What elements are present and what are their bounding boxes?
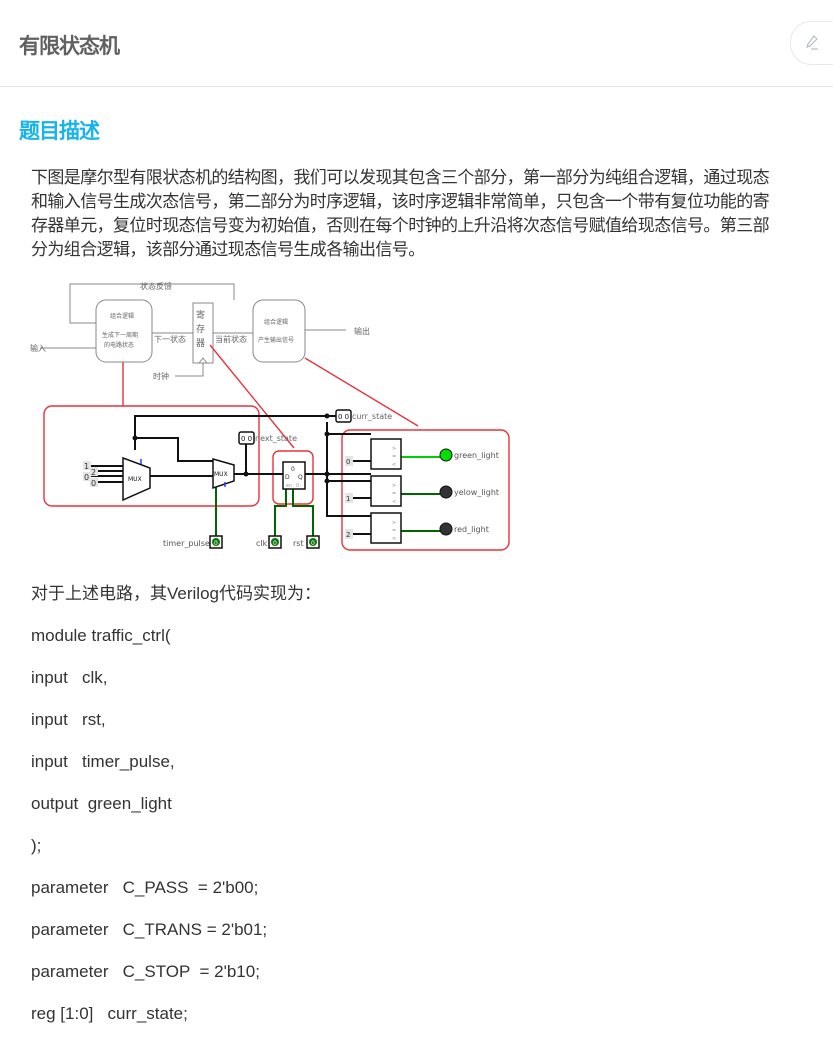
output-label: 输出 — [354, 326, 370, 336]
code-line: module traffic_ctrl( — [31, 626, 171, 645]
block2-title: 组合逻辑 — [264, 318, 288, 326]
mux-const-2: 2 — [91, 468, 96, 477]
svg-text:0: 0 — [291, 466, 295, 473]
page-title: 有限状态机 — [19, 34, 120, 58]
feedback-label: 状态反馈 — [140, 281, 172, 291]
page-header: 有限状态机 — [0, 0, 833, 87]
register-char-1: 寄 — [196, 309, 205, 321]
svg-text:0: 0 — [296, 483, 299, 489]
code-line: reg [1:0] curr_state; — [31, 1004, 188, 1023]
clock-marker — [198, 357, 208, 364]
svg-text:=: = — [392, 528, 396, 534]
fsm-diagram: 状态反馈 输入 组合逻辑 生成下一周期 的电路状态 下一状态 寄 存 器 当前状… — [30, 281, 510, 551]
register-char-3: 器 — [196, 338, 205, 349]
svg-text:>: > — [392, 483, 396, 489]
block-diagram — [40, 283, 346, 377]
register-char-2: 存 — [196, 323, 205, 335]
comparator-0: > = < 0 — [345, 438, 402, 470]
description: 下图是摩尔型有限状态机的结构图，我们可以发现其包含三个部分，第一部分为纯组合逻辑… — [31, 166, 833, 262]
svg-text:Q: Q — [298, 474, 303, 481]
code-line: parameter C_STOP = 2'b10; — [31, 962, 260, 981]
next-state-signal-label: next_state — [255, 434, 297, 443]
svg-text:<: < — [392, 462, 396, 468]
svg-text:green_light: green_light — [454, 451, 499, 460]
description-line: 存器单元，复位时现态信号变为初始值，否则在每个时钟的上升沿将次态信号赋值给现态信… — [31, 216, 770, 236]
description-line: 下图是摩尔型有限状态机的结构图，我们可以发现其包含三个部分，第一部分为纯组合逻辑… — [31, 168, 770, 188]
section-title: 题目描述 — [19, 119, 100, 143]
svg-text:=: = — [392, 454, 396, 460]
svg-text:>: > — [392, 446, 396, 452]
svg-text:rst: rst — [293, 539, 304, 548]
timer-pulse-pin[interactable]: timer_pulse 0 — [163, 535, 223, 549]
code-line: parameter C_TRANS = 2'b01; — [31, 920, 268, 939]
pencil-icon — [806, 35, 818, 50]
mux-2-label: MUX — [214, 471, 228, 478]
mux-const-3: 0 — [84, 473, 89, 482]
clk-pin[interactable]: clk 0 — [256, 535, 282, 549]
cmp-const-0: 0 — [346, 458, 350, 466]
circuit-wires — [89, 415, 371, 535]
svg-text:<: < — [392, 536, 396, 542]
code-line: ); — [31, 836, 42, 855]
feedback-wire — [69, 283, 235, 324]
comb-logic-block-1 — [95, 299, 153, 363]
curr-state-signal-label: curr_state — [352, 412, 392, 421]
clock-label: 时钟 — [153, 371, 169, 381]
comb-logic-block-2 — [252, 299, 306, 363]
next-state-probe: 0 0 next_state — [238, 431, 297, 445]
svg-text:yelow_light: yelow_light — [454, 488, 499, 497]
svg-text:>: > — [392, 520, 396, 526]
svg-text:clk: clk — [256, 539, 268, 548]
svg-text:<: < — [392, 499, 396, 505]
mux-const-4: 0 — [91, 479, 96, 488]
block2-line1: 产生输出信号 — [258, 336, 294, 344]
output-logic-highlight — [341, 429, 510, 551]
cmp-const-1: 1 — [346, 495, 350, 503]
mux-1: MUX — [122, 456, 151, 502]
next-state-label: 下一状态 — [154, 334, 186, 344]
mux-1-label: MUX — [128, 476, 142, 483]
code-line: input rst, — [31, 710, 106, 729]
edit-button[interactable] — [790, 21, 833, 65]
verilog-code: 对于上述电路，其Verilog代码实现为： module traffic_ctr… — [31, 582, 321, 1044]
block1-line1: 生成下一周期 — [102, 331, 138, 339]
block1-title: 组合逻辑 — [110, 312, 134, 320]
comb-logic-highlight — [43, 405, 260, 507]
active-wires — [215, 483, 440, 536]
code-line: output green_light — [31, 794, 172, 813]
green-light: green_light — [439, 448, 499, 462]
comparator-2: > = < 2 — [345, 512, 402, 544]
svg-text:red_light: red_light — [454, 525, 489, 534]
input-label: 输入 — [30, 343, 46, 353]
red-light: red_light — [439, 522, 489, 536]
state-register: 0 D Q en 0 — [282, 461, 306, 490]
yellow-light: yelow_light — [439, 485, 499, 499]
comparator-1: > = < 1 — [345, 475, 402, 507]
clock-wire — [175, 363, 204, 377]
current-state-label: 当前状态 — [215, 334, 247, 344]
code-intro: 对于上述电路，其Verilog代码实现为： — [31, 584, 321, 603]
description-line: 和输入信号生成次态信号，第二部分为时序逻辑，该时序逻辑非常简单，只包含一个带有复… — [31, 192, 770, 212]
code-line: input timer_pulse, — [31, 752, 175, 771]
svg-text:en: en — [286, 483, 292, 489]
svg-text:timer_pulse: timer_pulse — [163, 539, 210, 548]
curr-state-probe: 0 0 curr_state — [335, 409, 392, 423]
svg-text:0 0: 0 0 — [241, 435, 252, 443]
svg-text:0 0: 0 0 — [338, 413, 349, 421]
code-line: input clk, — [31, 668, 108, 687]
svg-text:0: 0 — [311, 540, 315, 547]
rst-pin[interactable]: rst 0 — [293, 535, 320, 549]
block1-line2: 的电路状态 — [104, 341, 134, 349]
cmp-const-2: 2 — [346, 531, 350, 539]
svg-text:0: 0 — [214, 540, 218, 547]
highlight-connectors — [122, 344, 419, 449]
mux-const-1: 1 — [84, 462, 89, 471]
code-line: parameter C_PASS = 2'b00; — [31, 878, 259, 897]
description-line: 分为组合逻辑，该部分通过现态信号生成各输出信号。 — [31, 240, 425, 260]
mux-2: MUX — [212, 458, 235, 490]
wire-junctions — [132, 413, 330, 484]
svg-text:D: D — [285, 474, 290, 481]
svg-text:0: 0 — [273, 540, 277, 547]
svg-text:=: = — [392, 491, 396, 497]
